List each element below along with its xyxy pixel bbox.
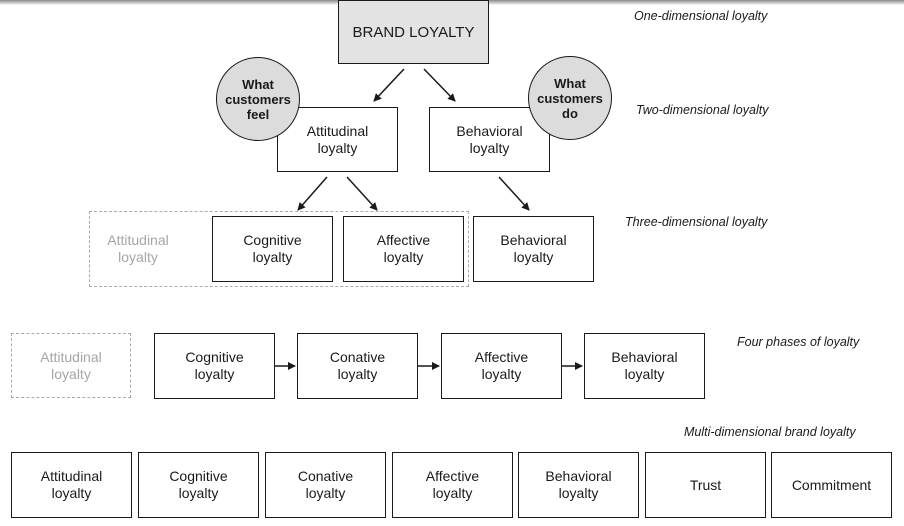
attitudinal-loyalty-ghost-box: Attitudinal loyalty — [11, 333, 131, 398]
affective-loyalty-box: Affective loyalty — [343, 216, 464, 282]
attitudinal-loyalty-group — [89, 211, 469, 287]
arrow-behavioral-to-behavioral — [498, 176, 530, 211]
arrow-root-to-attitudinal — [373, 68, 405, 102]
multi-commitment-box: Commitment — [771, 452, 892, 518]
cognitive-loyalty-box: Cognitive loyalty — [212, 216, 333, 282]
multi-attitudinal-box: Attitudinal loyalty — [11, 452, 132, 518]
phase-conative-box: Conative loyalty — [297, 333, 418, 399]
multi-trust-box: Trust — [645, 452, 766, 518]
level-label-two-dimensional: Two-dimensional loyalty — [636, 103, 769, 117]
what-customers-feel-circle: What customers feel — [216, 57, 300, 141]
behavioral-loyalty-box: Behavioral loyalty — [429, 107, 550, 172]
multi-cognitive-box: Cognitive loyalty — [138, 452, 259, 518]
level-label-three-dimensional: Three-dimensional loyalty — [625, 215, 768, 229]
level-label-one-dimensional: One-dimensional loyalty — [634, 9, 768, 23]
attitudinal-group-label: Attitudinal loyalty — [107, 232, 169, 265]
behavioral-loyalty-box-3d: Behavioral loyalty — [473, 216, 594, 282]
brand-loyalty-box: BRAND LOYALTY — [338, 0, 489, 64]
phase-cognitive-box: Cognitive loyalty — [154, 333, 275, 399]
attitudinal-loyalty-box: Attitudinal loyalty — [277, 107, 398, 172]
arrow-attitudinal-to-affective — [346, 176, 378, 211]
level-label-four-phases: Four phases of loyalty — [737, 335, 860, 349]
arrow-root-to-behavioral — [423, 68, 456, 102]
multi-conative-box: Conative loyalty — [265, 452, 386, 518]
phase-behavioral-box: Behavioral loyalty — [584, 333, 705, 399]
what-customers-do-circle: What customers do — [528, 56, 612, 140]
level-label-multi-dimensional: Multi-dimensional brand loyalty — [684, 425, 856, 439]
arrow-attitudinal-to-cognitive — [297, 176, 328, 211]
multi-affective-box: Affective loyalty — [392, 452, 513, 518]
phase-affective-box: Affective loyalty — [441, 333, 562, 399]
multi-behavioral-box: Behavioral loyalty — [518, 452, 639, 518]
